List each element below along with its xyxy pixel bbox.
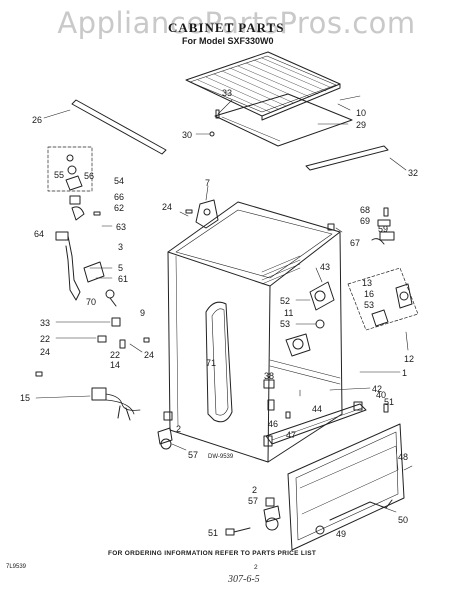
callout-32: 32	[408, 168, 418, 178]
callout-51-bottom: 51	[208, 528, 218, 538]
callout-22-left: 22	[40, 334, 50, 344]
callout-15: 15	[20, 393, 30, 403]
callout-38: 38	[264, 371, 274, 381]
callout-64: 64	[34, 229, 44, 239]
callout-61: 61	[118, 274, 128, 284]
callout-53-center: 53	[280, 319, 290, 329]
watermark: AppliancePartsPros.com	[57, 6, 416, 40]
bracket-7	[179, 185, 219, 229]
diagram-number: DW-9539	[208, 454, 234, 460]
callout-53-right: 53	[364, 300, 374, 310]
thermostat-group	[347, 267, 419, 351]
callout-16: 16	[364, 289, 374, 299]
callout-44: 44	[312, 404, 322, 414]
callout-43: 43	[320, 262, 330, 272]
callout-57-bottom: 57	[248, 496, 258, 506]
callout-labels: 33 10 29 30 26 32 55 56 54 66 62 63 64 3…	[20, 88, 418, 539]
callout-47: 47	[286, 430, 296, 440]
callout-14: 14	[110, 360, 120, 370]
callout-2-left: 2	[176, 424, 181, 434]
cabinet-body	[167, 201, 401, 463]
handwritten-note: 307-6-5	[228, 574, 260, 585]
callout-26: 26	[32, 115, 42, 125]
page-number: 2	[254, 564, 258, 571]
top-frame	[214, 93, 361, 147]
callout-52: 52	[280, 296, 290, 306]
callout-3: 3	[118, 242, 123, 252]
callout-49: 49	[336, 529, 346, 539]
callout-54: 54	[114, 176, 124, 186]
callout-57-left: 57	[188, 450, 198, 460]
callout-24-right: 24	[144, 350, 154, 360]
callout-51-right: 51	[384, 397, 394, 407]
callout-68: 68	[360, 205, 370, 215]
screw-51	[225, 527, 251, 536]
strip-32	[305, 145, 407, 171]
callout-24-bracket: 24	[162, 202, 172, 212]
callout-70: 70	[86, 297, 96, 307]
base-rail	[263, 401, 389, 447]
callout-46: 46	[268, 419, 278, 429]
bottom-center-parts	[263, 379, 301, 419]
callout-56: 56	[84, 171, 94, 181]
page-code: 7L9539	[6, 564, 27, 570]
callout-5: 5	[118, 263, 123, 273]
right-small-parts	[327, 207, 395, 245]
callout-22-center: 22	[110, 350, 120, 360]
callout-40: 40	[376, 390, 386, 400]
callout-30: 30	[182, 130, 192, 140]
callout-2-bottom: 2	[252, 485, 257, 495]
caster-front-right	[263, 497, 281, 531]
callout-24-left: 24	[40, 347, 50, 357]
diagram-title: CABINET PARTS	[168, 20, 285, 35]
base-kick-panel	[287, 423, 413, 551]
callout-63: 63	[116, 222, 126, 232]
footer-note: FOR ORDERING INFORMATION REFER TO PARTS …	[108, 550, 317, 557]
callout-33-left: 33	[40, 318, 50, 328]
callout-1: 1	[402, 368, 407, 378]
callout-12: 12	[404, 354, 414, 364]
strip-26	[43, 99, 167, 155]
callout-62: 62	[114, 203, 124, 213]
left-parts-group	[35, 146, 150, 421]
callout-48: 48	[398, 452, 408, 462]
callout-67: 67	[350, 238, 360, 248]
callout-11: 11	[284, 308, 293, 318]
callout-33-top: 33	[222, 88, 232, 98]
callout-69: 69	[360, 216, 370, 226]
callout-7: 7	[205, 178, 210, 188]
callout-50: 50	[398, 515, 408, 525]
callout-10: 10	[356, 108, 366, 118]
callout-9: 9	[140, 308, 145, 318]
model-line: For Model SXF330W0	[182, 36, 274, 46]
callout-29: 29	[356, 120, 366, 130]
motor-mount-group	[285, 267, 335, 357]
caster-front-left	[157, 411, 187, 451]
callout-55: 55	[54, 170, 64, 180]
callout-13: 13	[362, 278, 372, 288]
callout-66: 66	[114, 192, 124, 202]
callout-71: 71	[206, 358, 216, 368]
top-grille-panel	[185, 51, 341, 121]
callout-59: 59	[378, 224, 388, 234]
callout-42: 42	[372, 384, 382, 394]
